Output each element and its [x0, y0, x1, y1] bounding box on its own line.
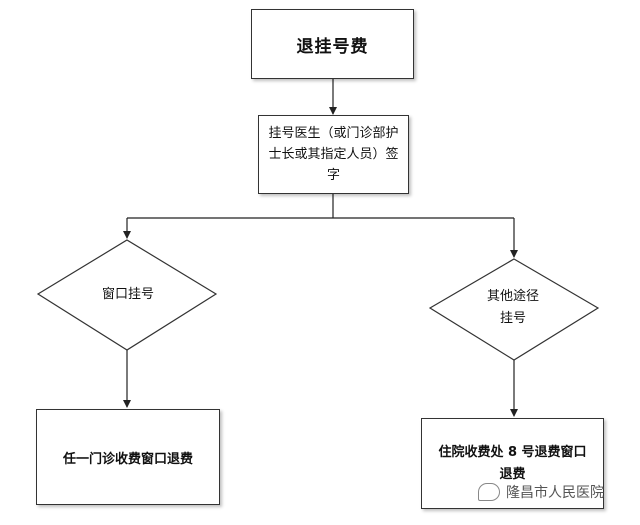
sign-step-label: 挂号医生（或门诊部护士长或其指定人员）签字: [268, 126, 399, 183]
right-decision-label-line2: 挂号: [499, 311, 526, 326]
watermark: 隆昌市人民医院: [478, 482, 604, 502]
left-decision-label: 窗口挂号: [101, 287, 154, 302]
right-result-label: 住院收费处 8 号退费窗口退费: [438, 444, 587, 482]
right-decision-label-line1: 其他途径: [486, 289, 539, 304]
wechat-icon: [478, 483, 500, 501]
left-result-box: 任一门诊收费窗口退费: [36, 409, 220, 505]
start-node-box: 退挂号费: [251, 9, 414, 79]
right-decision-label: 其他途径 挂号: [463, 286, 563, 330]
left-result-label: 任一门诊收费窗口退费: [62, 451, 193, 467]
right-result-box: 住院收费处 8 号退费窗口退费: [421, 418, 604, 509]
watermark-text: 隆昌市人民医院: [506, 485, 604, 501]
start-node-label: 退挂号费: [296, 36, 369, 57]
sign-step-box: 挂号医生（或门诊部护士长或其指定人员）签字: [258, 115, 409, 194]
